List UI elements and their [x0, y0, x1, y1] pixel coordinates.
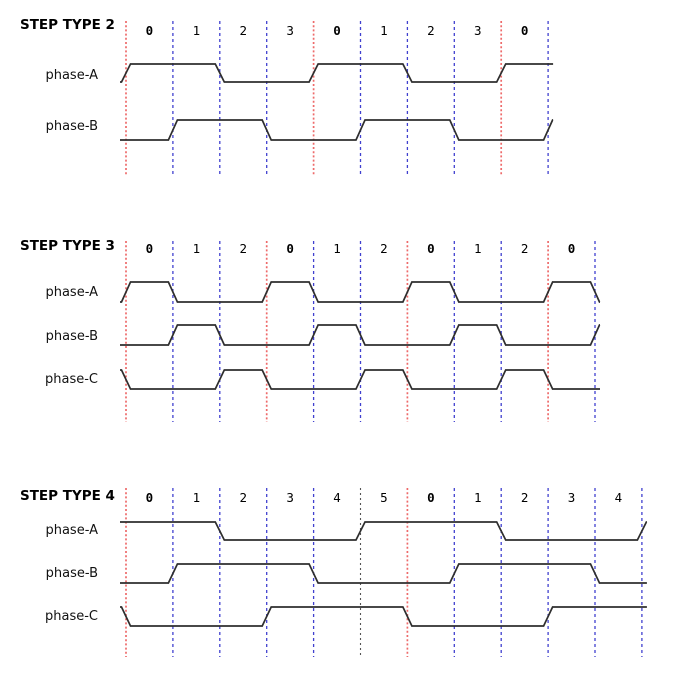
phase-c-label-type3: phase-C	[45, 372, 98, 387]
waveform-phase-C-type3	[120, 369, 600, 390]
step-number: 2	[521, 490, 529, 505]
phase-a-label-type4: phase-A	[45, 523, 98, 538]
waveform-phase-B-type3	[120, 324, 601, 346]
phase-b-label-type3: phase-B	[45, 329, 98, 344]
step-number: 0	[521, 23, 529, 38]
step-number: 4	[615, 490, 623, 505]
step-number: 2	[239, 241, 247, 256]
step-number: 0	[146, 490, 154, 505]
waveform-phase-B-type6	[120, 563, 647, 584]
step-number: 0	[286, 241, 294, 256]
waveform-phase-C-type6	[120, 606, 647, 627]
phase-c-label-type4: phase-C	[45, 609, 98, 624]
step-number: 1	[380, 23, 388, 38]
step-number: 3	[286, 23, 294, 38]
step-number: 4	[333, 490, 341, 505]
phase-b-label-type4: phase-B	[45, 566, 98, 581]
step-number: 0	[427, 490, 435, 505]
diagram-title-step-type-3: STEP TYPE 3	[20, 238, 115, 254]
step-number: 0	[146, 241, 154, 256]
step-number: 2	[380, 241, 388, 256]
waveform-phase-A-type3	[120, 281, 601, 303]
diagram-title-step-type-4: STEP TYPE 4	[20, 488, 115, 504]
diagram-title-step-type-2: STEP TYPE 2	[20, 17, 115, 33]
step-number: 1	[193, 490, 201, 505]
step-number: 2	[239, 23, 247, 38]
step-number: 0	[568, 241, 576, 256]
step-number: 1	[474, 241, 482, 256]
step-number: 2	[239, 490, 247, 505]
phase-a-label-type3: phase-A	[45, 285, 98, 300]
step-number: 1	[333, 241, 341, 256]
step-number: 5	[380, 490, 388, 505]
step-number: 0	[333, 23, 341, 38]
waveform-phase-A-type6	[120, 521, 648, 541]
waveform-phase-B-type4	[120, 119, 554, 141]
waveform-phase-A-type4	[120, 63, 554, 83]
step-number: 3	[568, 490, 576, 505]
step-number: 3	[474, 23, 482, 38]
step-number: 1	[193, 23, 201, 38]
step-number: 1	[474, 490, 482, 505]
step-number: 2	[427, 23, 435, 38]
step-number: 0	[146, 23, 154, 38]
step-number: 1	[193, 241, 201, 256]
step-number: 3	[286, 490, 294, 505]
phase-a-label-type2: phase-A	[45, 68, 98, 83]
phase-b-label-type2: phase-B	[45, 119, 98, 134]
step-number: 0	[427, 241, 435, 256]
step-number: 2	[521, 241, 529, 256]
